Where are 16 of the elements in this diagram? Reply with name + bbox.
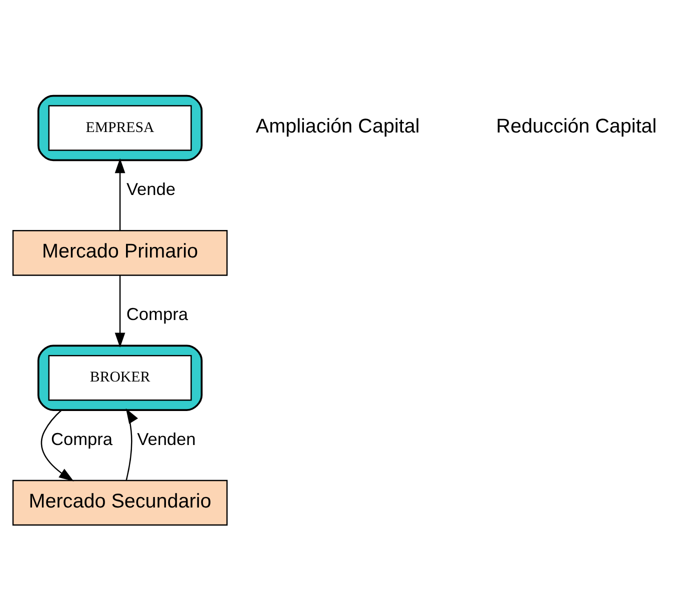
cluster [37,94,203,161]
label: Ampliación Capital [256,115,420,138]
edge-label: Compra [126,303,188,324]
edge-label: Venden [137,428,196,448]
arrow [126,408,138,480]
node-box: EMPRESA [48,104,192,150]
arrow [114,158,126,230]
arrow [114,275,126,348]
edge-label: Compra [50,428,113,448]
node-box: Mercado Primario [12,230,228,276]
cluster [37,344,203,410]
node-box: Mercado Secundario [12,479,228,526]
edge-label: Vende [126,178,176,199]
label: Reducción Capital [496,115,657,138]
node-box: BROKER [48,354,192,400]
arrow [40,409,74,481]
